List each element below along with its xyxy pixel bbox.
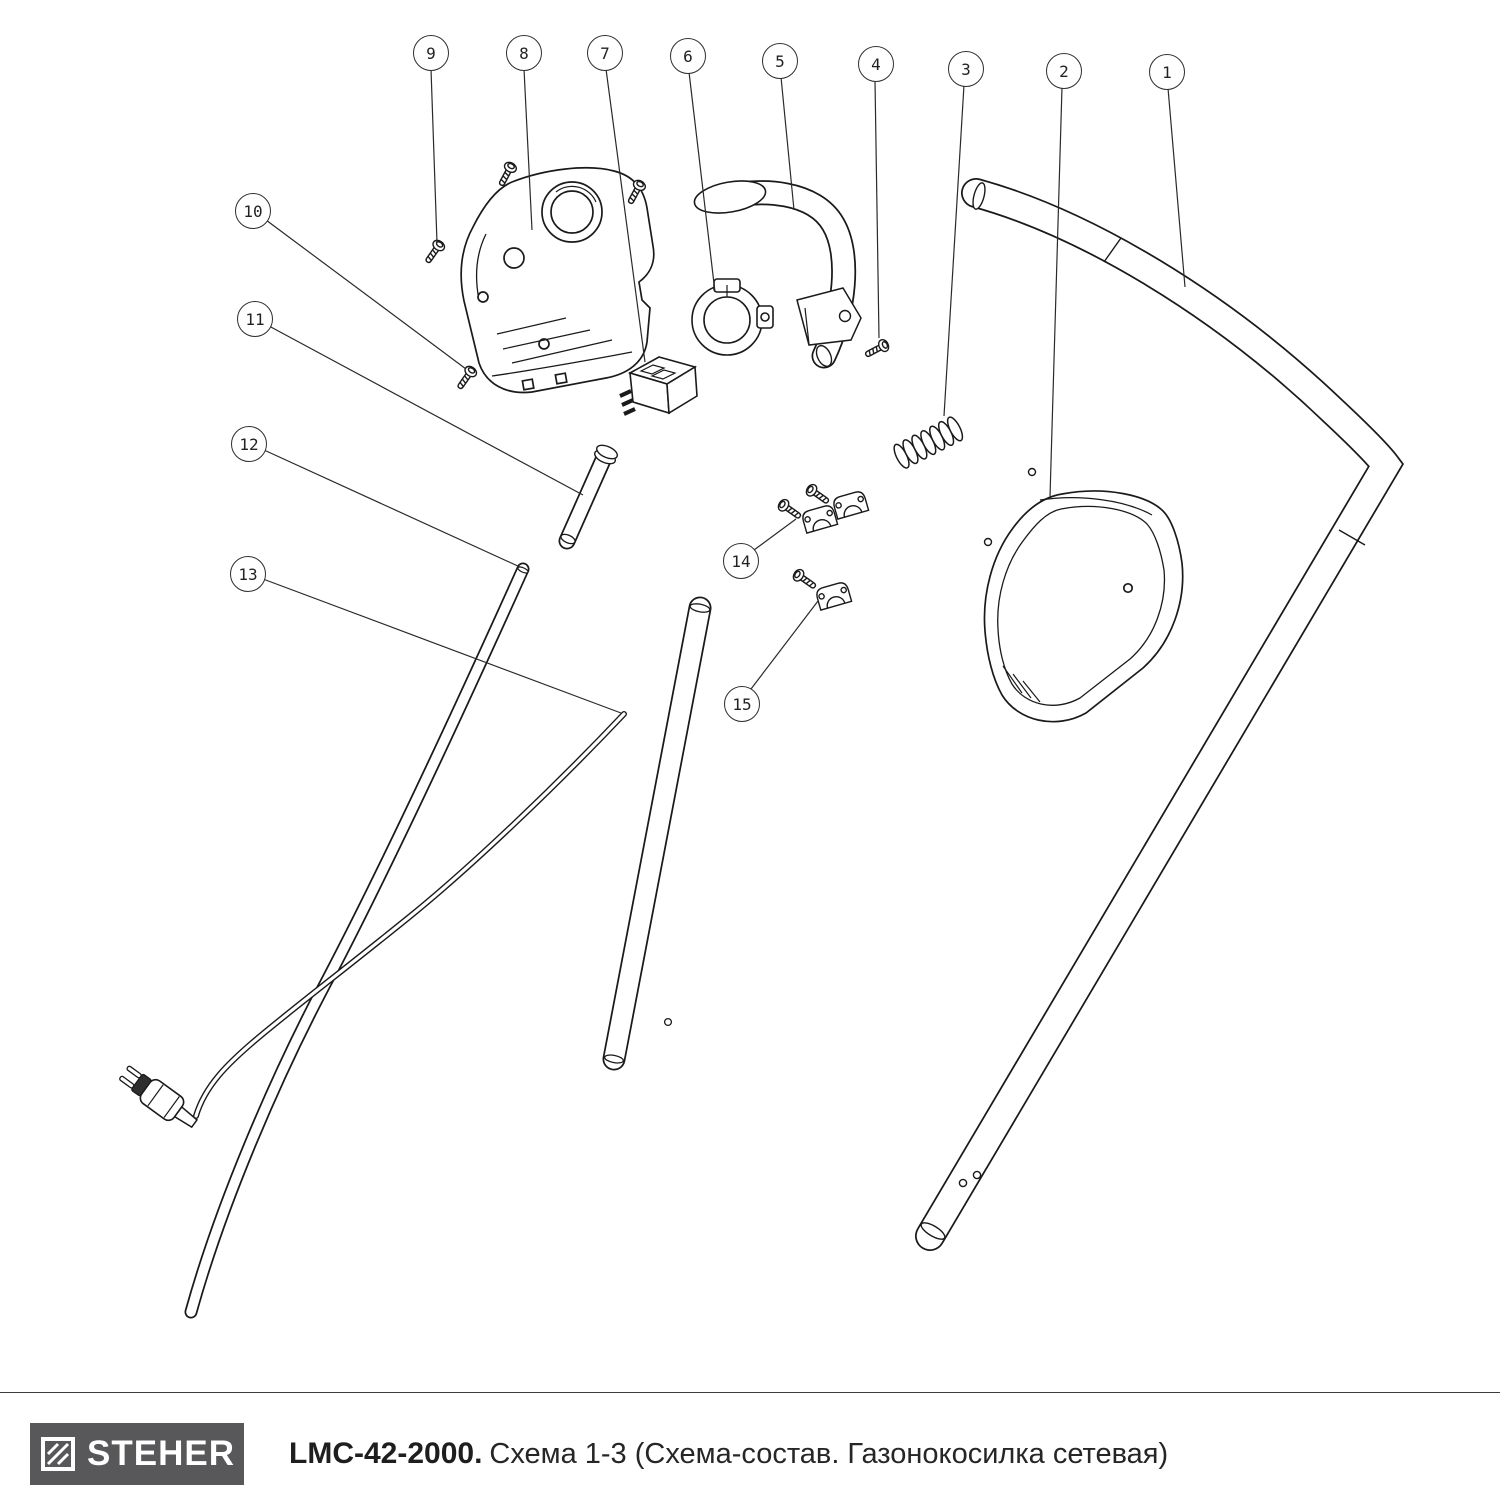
cable-clamp <box>831 489 870 520</box>
cable-clamp <box>814 580 853 611</box>
callout-5: 5 <box>762 43 798 79</box>
part-6-cable-clamp-ring <box>691 278 774 356</box>
plug <box>119 1065 199 1129</box>
callout-13: 13 <box>230 556 266 592</box>
part-2-cover-plate <box>983 490 1184 723</box>
part-10-screw <box>453 363 480 393</box>
part-1-upper-handle-tube <box>915 178 1405 1251</box>
callout-15: 15 <box>724 686 760 722</box>
part-15-cable-clamp <box>790 566 853 611</box>
callout-12: 12 <box>231 426 267 462</box>
part-9-screw <box>421 237 448 267</box>
part-14-cable-clamps <box>775 481 870 534</box>
model-number: LMC-42-2000. <box>289 1437 483 1470</box>
screw <box>775 496 805 523</box>
footer-title: LMC-42-2000.Схема 1-3 (Схема-состав. Газ… <box>289 1437 1168 1471</box>
lower-handle-tube <box>602 596 712 1071</box>
callout-10: 10 <box>235 193 271 229</box>
steher-logo-text: STEHER <box>87 1434 235 1473</box>
callout-2: 2 <box>1046 53 1082 89</box>
callout-6: 6 <box>670 38 706 74</box>
footer-divider <box>0 1392 1500 1393</box>
part-7-switch <box>619 356 698 416</box>
part-11-pin <box>558 444 618 550</box>
screw <box>790 566 820 593</box>
callout-14: 14 <box>723 543 759 579</box>
screw <box>803 481 833 508</box>
callout-1: 1 <box>1149 54 1185 90</box>
part-3-spring <box>893 416 964 469</box>
leader-lines <box>262 68 1186 714</box>
cable-clamp <box>800 503 839 534</box>
part-8-switch-housing <box>460 167 655 394</box>
part-5-handle-lever <box>693 180 862 369</box>
callout-9: 9 <box>413 35 449 71</box>
steher-logo-icon <box>41 1437 76 1471</box>
part-12-handle-rod <box>184 562 530 1319</box>
callout-4: 4 <box>858 46 894 82</box>
callout-8: 8 <box>506 35 542 71</box>
steher-logo: STEHER <box>30 1423 244 1485</box>
part-13-power-cable <box>119 711 627 1129</box>
callout-11: 11 <box>237 301 273 337</box>
part-4-screw <box>862 337 892 362</box>
schema-subtitle: Схема 1-3 (Схема-состав. Газонокосилка с… <box>489 1438 1169 1470</box>
callout-3: 3 <box>948 51 984 87</box>
callout-7: 7 <box>587 35 623 71</box>
